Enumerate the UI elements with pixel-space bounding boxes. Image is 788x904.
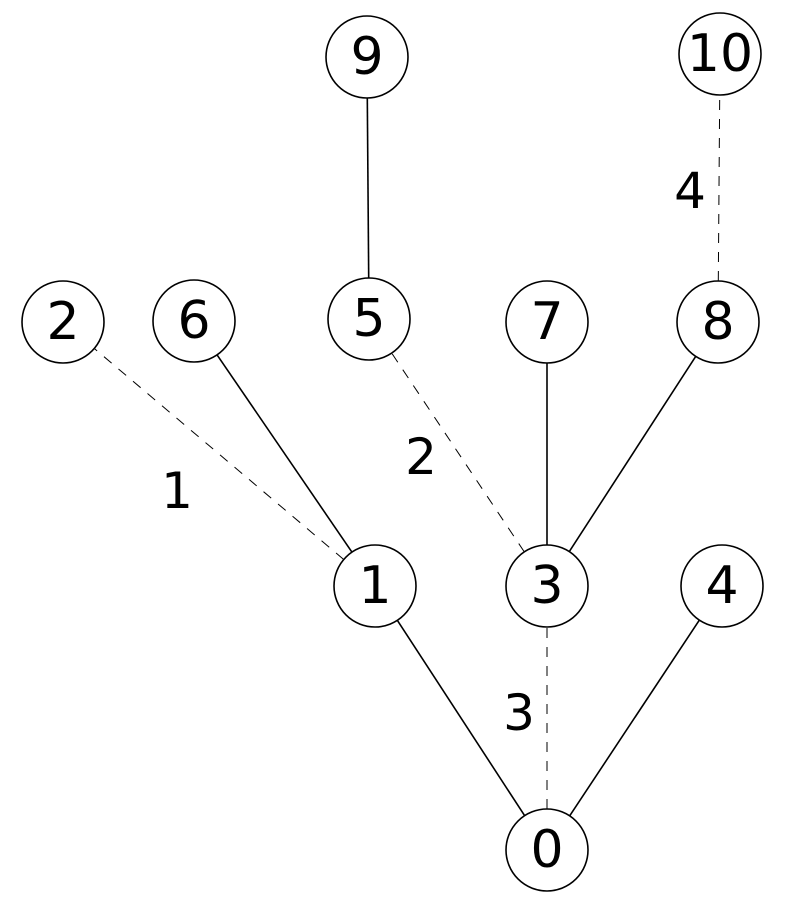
node-circle-8 (676, 280, 760, 364)
node-label-6: 6 (177, 291, 210, 351)
edge-3-8 (568, 355, 697, 553)
node-circle-4 (680, 544, 764, 628)
node-label-4: 4 (705, 556, 738, 616)
node-circle-7 (505, 280, 589, 364)
edge-8-10 (717, 94, 721, 282)
node-label-5: 5 (352, 289, 385, 349)
node-4: 4 (680, 544, 764, 628)
node-label-2: 2 (46, 292, 79, 352)
edge-labels-layer: 3 1 2 4 (161, 162, 706, 742)
edge-0-4 (569, 619, 700, 817)
edge-label-0-3: 3 (503, 684, 535, 742)
node-0: 0 (505, 808, 589, 892)
node-5: 5 (327, 277, 411, 361)
nodes-layer: 0 1 2 3 4 5 6 7 8 9 10 (21, 12, 764, 892)
node-1: 1 (333, 544, 417, 628)
node-3: 3 (505, 544, 589, 628)
edge-label-8-10: 4 (674, 162, 706, 220)
edge-5-9 (366, 97, 370, 279)
node-label-10: 10 (687, 24, 753, 84)
node-circle-0 (505, 808, 589, 892)
node-label-9: 9 (350, 27, 383, 87)
node-label-3: 3 (530, 556, 563, 616)
node-circle-10 (678, 12, 762, 96)
node-8: 8 (676, 280, 760, 364)
node-10: 10 (678, 12, 762, 96)
edge-3-5 (391, 352, 525, 553)
edge-0-1 (396, 619, 526, 817)
edges-layer (93, 94, 721, 817)
node-label-8: 8 (701, 292, 734, 352)
node-circle-9 (325, 15, 409, 99)
node-circle-3 (505, 544, 589, 628)
node-7: 7 (505, 280, 589, 364)
node-circle-6 (152, 279, 236, 363)
edge-1-2 (93, 348, 345, 560)
node-9: 9 (325, 15, 409, 99)
node-label-7: 7 (530, 292, 563, 352)
node-label-0: 0 (530, 820, 563, 880)
node-circle-1 (333, 544, 417, 628)
node-label-1: 1 (358, 556, 391, 616)
edge-1-6 (216, 354, 353, 553)
node-circle-5 (327, 277, 411, 361)
edge-label-1-2: 1 (161, 462, 193, 520)
node-2: 2 (21, 280, 105, 364)
node-6: 6 (152, 279, 236, 363)
edge-label-3-5: 2 (405, 428, 437, 486)
node-circle-2 (21, 280, 105, 364)
